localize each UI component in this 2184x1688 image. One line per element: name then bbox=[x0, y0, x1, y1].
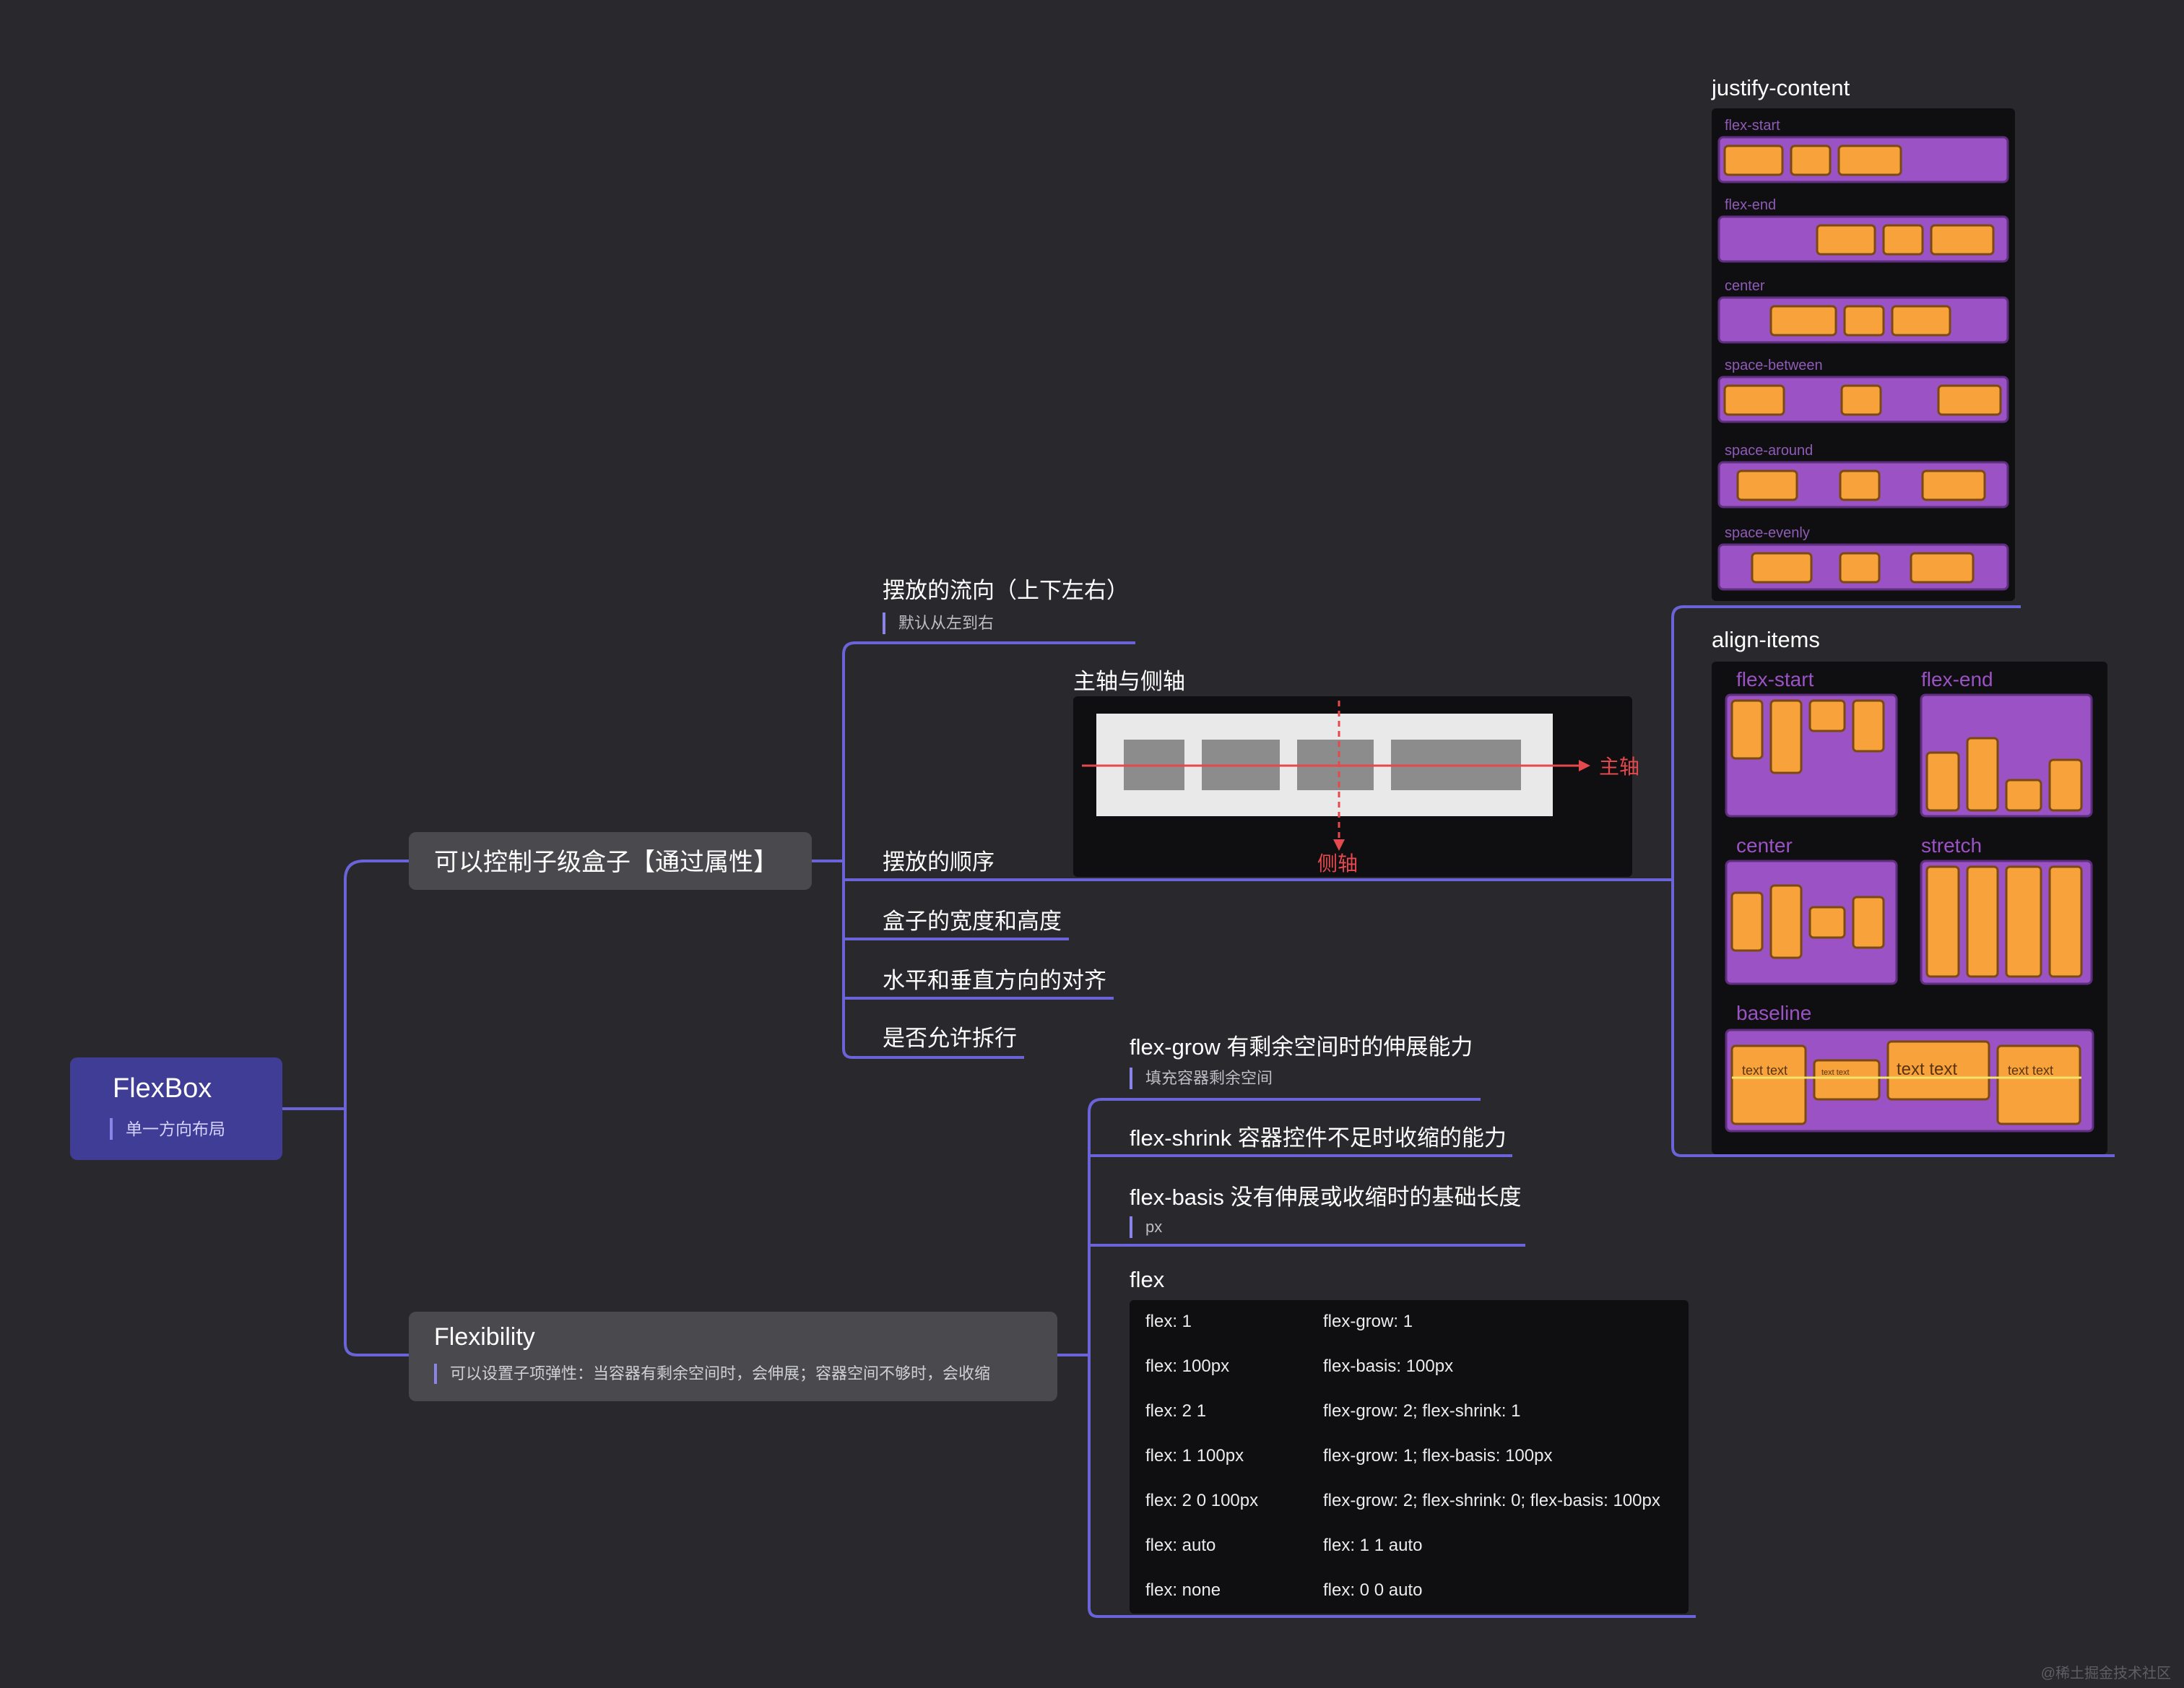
topic-flex-shrink[interactable]: flex-shrink 容器控件不足时收缩的能力 bbox=[1130, 1125, 1507, 1151]
ai-label-center: center bbox=[1736, 834, 1793, 857]
jc-label-space-evenly: space-evenly bbox=[1725, 525, 1810, 541]
topic-flex-grow-note: 填充容器剩余空间 bbox=[1130, 1068, 1273, 1089]
baseline-text-3: text text bbox=[1897, 1060, 1957, 1079]
axis-figure-title[interactable]: 主轴与侧轴 bbox=[1073, 669, 1185, 694]
flex-table-cell: flex: 1 bbox=[1145, 1312, 1192, 1331]
flex-table-cell: flex-grow: 2; flex-shrink: 0; flex-basis… bbox=[1323, 1491, 1660, 1510]
topic-flex-grow[interactable]: flex-grow 有剩余空间时的伸展能力 bbox=[1130, 1034, 1473, 1060]
topic-flow-direction-note: 默认从左到右 bbox=[883, 613, 994, 634]
jc-label-flex-start: flex-start bbox=[1725, 118, 1780, 134]
flex-table-cell: flex: 1 1 auto bbox=[1323, 1536, 1423, 1555]
branch-flexibility-note: 可以设置子项弹性：当容器有剩余空间时，会伸展；容器空间不够时，会收缩 bbox=[434, 1364, 990, 1384]
topic-order[interactable]: 摆放的顺序 bbox=[883, 849, 994, 875]
topic-flex-basis-note: px bbox=[1130, 1216, 1162, 1238]
branch-flexibility-node[interactable]: Flexibility 可以设置子项弹性：当容器有剩余空间时，会伸展；容器空间不… bbox=[409, 1312, 1057, 1401]
baseline-text-4: text text bbox=[2008, 1063, 2053, 1078]
root-node-flexbox[interactable]: FlexBox 单一方向布局 bbox=[70, 1057, 282, 1160]
align-items-title[interactable]: align-items bbox=[1712, 627, 1820, 652]
justify-content-title[interactable]: justify-content bbox=[1712, 75, 1850, 100]
ai-label-flex-start: flex-start bbox=[1736, 668, 1814, 691]
baseline-text-2: text text bbox=[1821, 1068, 1850, 1077]
ai-label-baseline: baseline bbox=[1736, 1002, 1811, 1024]
flex-shorthand-table: flex: 1 flex-grow: 1 flex: 100px flex-ba… bbox=[1130, 1300, 1689, 1614]
branch-control-node[interactable]: 可以控制子级盒子【通过属性】 bbox=[409, 832, 812, 890]
flex-table-cell: flex: 1 100px bbox=[1145, 1446, 1244, 1466]
jc-label-flex-end: flex-end bbox=[1725, 197, 1776, 213]
flex-table-cell: flex-grow: 1; flex-basis: 100px bbox=[1323, 1446, 1553, 1466]
flex-table-cell: flex-grow: 2; flex-shrink: 1 bbox=[1323, 1401, 1521, 1421]
flex-table-cell: flex: none bbox=[1145, 1580, 1221, 1600]
flex-table-cell: flex-grow: 1 bbox=[1323, 1312, 1413, 1331]
jc-label-space-between: space-between bbox=[1725, 358, 1823, 373]
flex-table-cell: flex: 2 0 100px bbox=[1145, 1491, 1259, 1510]
flex-table-cell: flex: 100px bbox=[1145, 1356, 1230, 1376]
topic-wrap[interactable]: 是否允许拆行 bbox=[883, 1026, 1017, 1051]
topic-flow-direction[interactable]: 摆放的流向（上下左右） bbox=[883, 578, 1129, 603]
cross-axis-label: 侧轴 bbox=[1317, 852, 1358, 875]
justify-content-image: flex-start flex-end center space-between… bbox=[1712, 108, 2015, 601]
baseline-text-1: text text bbox=[1742, 1063, 1788, 1078]
topic-flex-basis[interactable]: flex-basis 没有伸展或收缩时的基础长度 bbox=[1130, 1185, 1522, 1210]
branch-control-title: 可以控制子级盒子【通过属性】 bbox=[434, 849, 778, 876]
align-items-image: flex-start flex-end center stretch basel… bbox=[1712, 662, 2107, 1154]
flex-table-cell: flex: 0 0 auto bbox=[1323, 1580, 1423, 1600]
branch-flexibility-title: Flexibility bbox=[434, 1323, 535, 1351]
root-note: 单一方向布局 bbox=[110, 1118, 225, 1140]
flex-table-cell: flex: auto bbox=[1145, 1536, 1216, 1555]
axis-diagram-image: 主轴 侧轴 bbox=[1073, 696, 1639, 877]
watermark: @稀土掘金技术社区 bbox=[2040, 1666, 2171, 1681]
topic-flex[interactable]: flex bbox=[1130, 1267, 1165, 1292]
topic-alignment[interactable]: 水平和垂直方向的对齐 bbox=[883, 968, 1106, 993]
ai-label-flex-end: flex-end bbox=[1921, 668, 1993, 691]
main-axis-label: 主轴 bbox=[1599, 756, 1640, 778]
ai-label-stretch: stretch bbox=[1921, 834, 1982, 857]
topic-size[interactable]: 盒子的宽度和高度 bbox=[883, 909, 1062, 934]
jc-label-center: center bbox=[1725, 278, 1765, 294]
jc-label-space-around: space-around bbox=[1725, 443, 1813, 459]
flex-table-cell: flex-basis: 100px bbox=[1323, 1356, 1454, 1376]
root-title: FlexBox bbox=[113, 1073, 212, 1104]
flex-table-cell: flex: 2 1 bbox=[1145, 1401, 1207, 1421]
